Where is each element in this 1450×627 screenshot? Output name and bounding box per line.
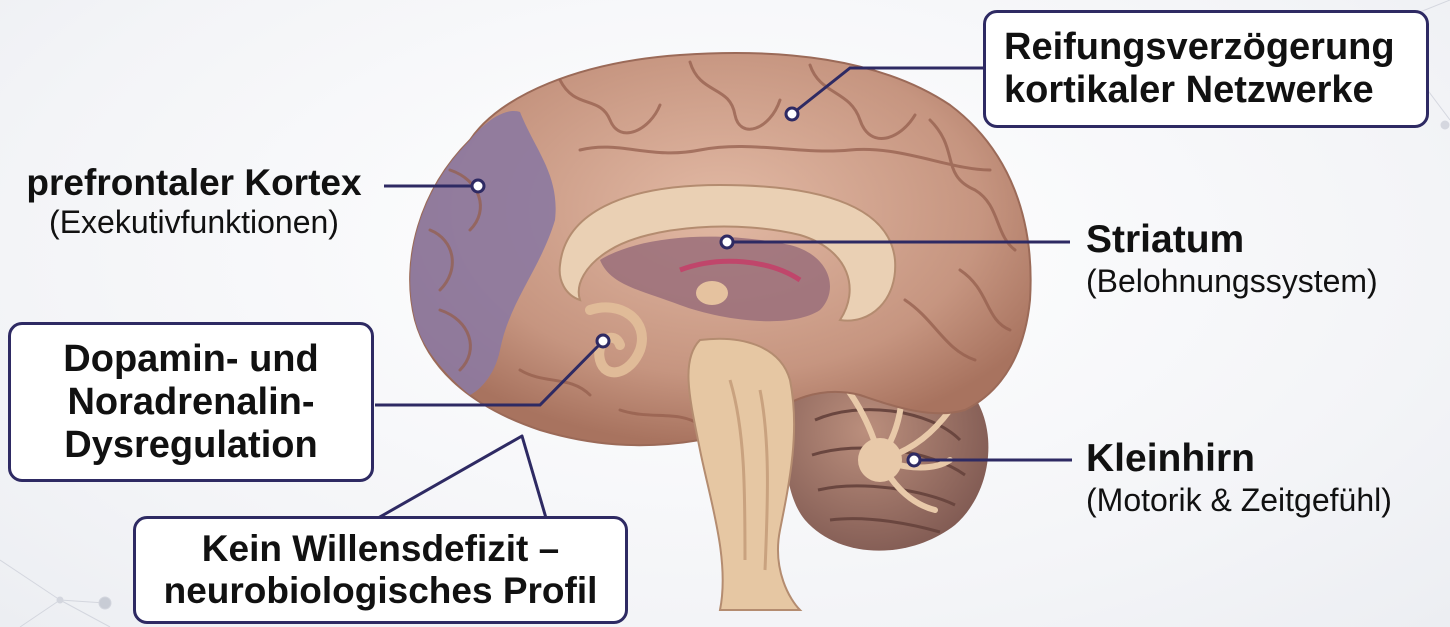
label-kein-box: Kein Willensdefizit – neurobiologisches … bbox=[133, 516, 628, 624]
label-dopamin-line1: Dopamin- und bbox=[63, 338, 318, 381]
label-kleinhirn: Kleinhirn (Motorik & Zeitgefühl) bbox=[1086, 437, 1392, 519]
label-prefrontal-title: prefrontaler Kortex bbox=[8, 162, 380, 203]
dot-dopamin bbox=[597, 335, 609, 347]
kein-callout-pointer bbox=[378, 436, 546, 518]
label-striatum: Striatum (Belohnungssystem) bbox=[1086, 218, 1378, 300]
label-striatum-subtitle: (Belohnungssystem) bbox=[1086, 264, 1378, 300]
dot-kleinhirn bbox=[908, 454, 920, 466]
dot-striatum bbox=[721, 236, 733, 248]
label-prefrontal-subtitle: (Exekutivfunktionen) bbox=[8, 205, 380, 241]
label-kein-line2: neurobiologisches Profil bbox=[164, 570, 598, 612]
dot-reifung bbox=[786, 108, 798, 120]
label-striatum-title: Striatum bbox=[1086, 218, 1378, 262]
brainstem bbox=[688, 339, 800, 610]
label-kleinhirn-subtitle: (Motorik & Zeitgefühl) bbox=[1086, 483, 1392, 519]
label-reifung-box: Reifungsverzögerung kortikaler Netzwerke bbox=[983, 10, 1429, 128]
label-reifung-line2: kortikaler Netzwerke bbox=[1004, 69, 1426, 112]
dot-prefrontal bbox=[472, 180, 484, 192]
label-kleinhirn-title: Kleinhirn bbox=[1086, 437, 1392, 481]
label-dopamin-line2: Noradrenalin- bbox=[67, 381, 314, 424]
label-kein-line1: Kein Willensdefizit – bbox=[202, 528, 559, 570]
label-dopamin-line3: Dysregulation bbox=[64, 424, 317, 467]
label-reifung-line1: Reifungsverzögerung bbox=[1004, 26, 1426, 69]
label-prefrontal: prefrontaler Kortex (Exekutivfunktionen) bbox=[8, 162, 380, 241]
label-dopamin-box: Dopamin- und Noradrenalin- Dysregulation bbox=[8, 322, 374, 482]
